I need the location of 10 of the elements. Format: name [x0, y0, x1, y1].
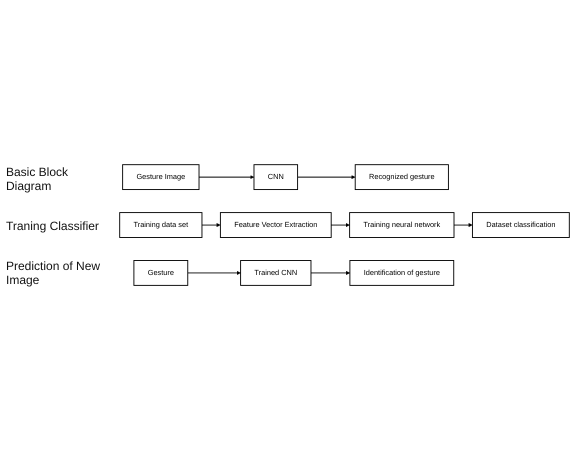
arrow — [198, 176, 254, 180]
arrow — [330, 223, 350, 228]
arrow — [454, 223, 473, 228]
section-heading: Prediction of New Image — [6, 258, 102, 286]
section-heading: Basic Block Diagram — [6, 164, 70, 192]
arrow — [202, 223, 221, 228]
arrow — [310, 271, 350, 276]
section-heading: Traning Classifier — [6, 218, 100, 232]
arrow — [297, 176, 356, 180]
arrow — [187, 271, 241, 276]
